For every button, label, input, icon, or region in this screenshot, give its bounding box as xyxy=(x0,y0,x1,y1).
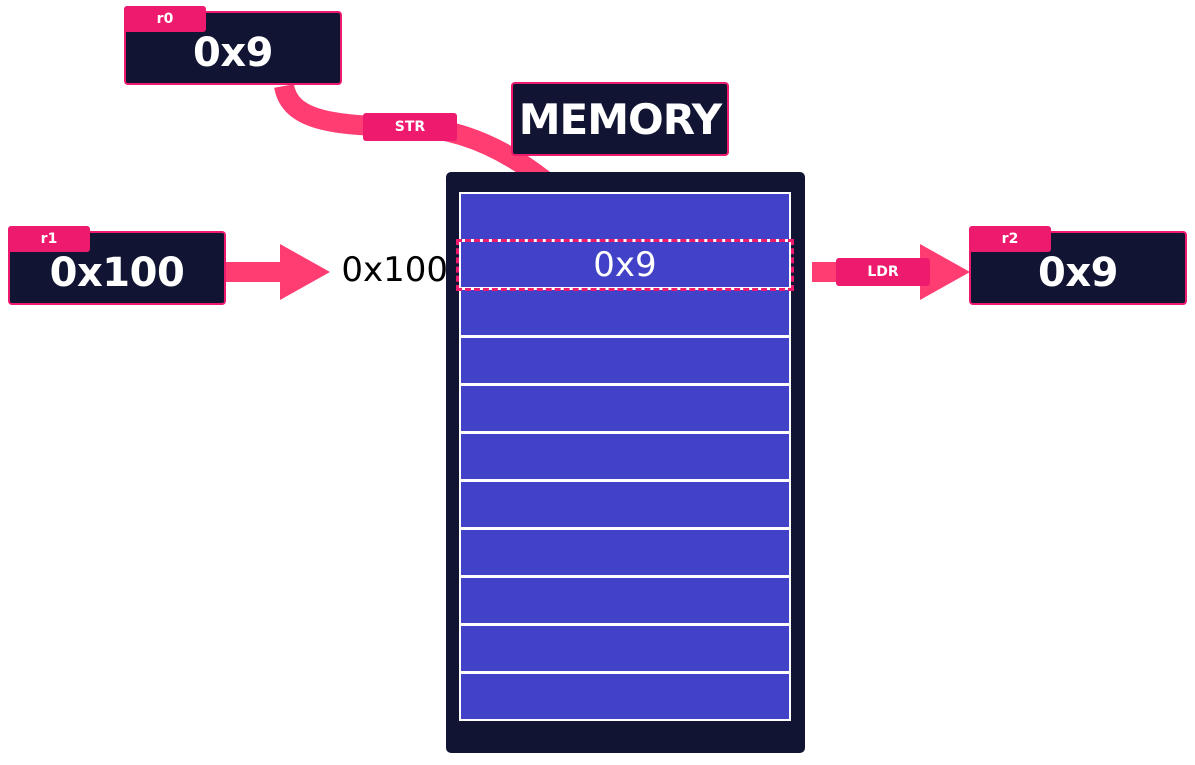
register-r0-value: 0x9 xyxy=(193,30,273,76)
memory-cell xyxy=(461,434,789,479)
register-r2: 0x9 xyxy=(969,231,1187,305)
memory-cells: 0x9 xyxy=(459,192,791,721)
memory-cell xyxy=(461,194,789,239)
memory-cell xyxy=(461,290,789,335)
load-arrowhead xyxy=(920,244,970,300)
address-arrow-shaft xyxy=(226,262,284,282)
address-label: 0x100 xyxy=(341,250,448,290)
memory-cell xyxy=(461,626,789,671)
memory-cell xyxy=(461,530,789,575)
register-r0: 0x9 xyxy=(124,11,342,85)
register-r1-label: r1 xyxy=(8,226,90,252)
address-arrowhead xyxy=(280,244,330,300)
memory-cell xyxy=(461,482,789,527)
store-operation-label: STR xyxy=(363,113,457,141)
memory-cell xyxy=(461,674,789,719)
load-operation-label: LDR xyxy=(836,258,930,286)
register-r2-value: 0x9 xyxy=(1038,250,1118,296)
memory-cell-selected: 0x9 xyxy=(461,242,789,287)
memory-title: MEMORY xyxy=(511,82,729,156)
register-r0-label: r0 xyxy=(124,6,206,32)
register-r1-value: 0x100 xyxy=(49,250,185,296)
register-r2-label: r2 xyxy=(969,226,1051,252)
memory-cell xyxy=(461,386,789,431)
memory-cell xyxy=(461,338,789,383)
memory-cell xyxy=(461,578,789,623)
